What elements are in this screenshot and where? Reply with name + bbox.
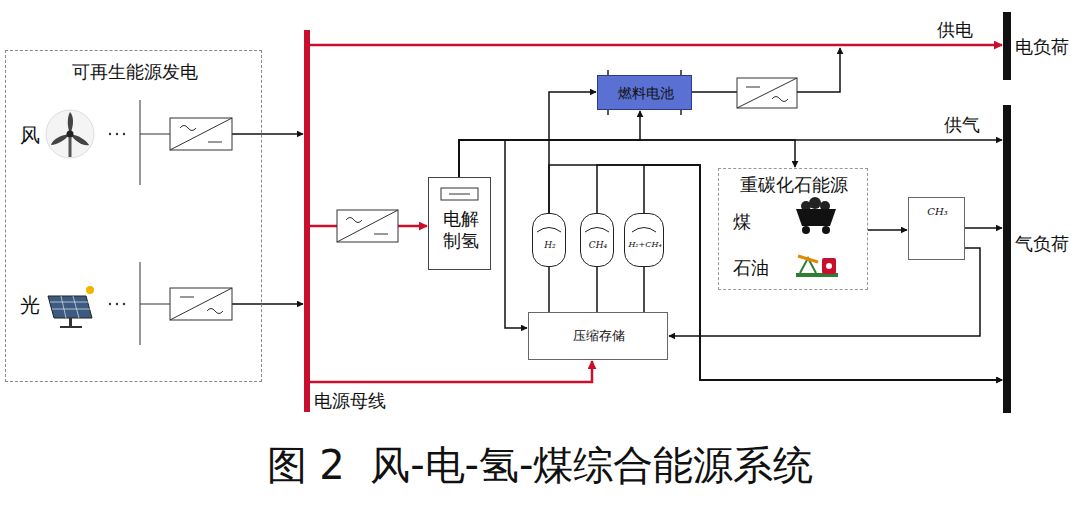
region-box: 可再生能源发电风光 xyxy=(5,50,262,382)
edge-label: 供气 xyxy=(942,113,982,137)
oil-pump-icon xyxy=(796,256,838,277)
process-box: 压缩存储 xyxy=(528,312,668,360)
connector xyxy=(310,361,592,382)
inverter-symbol xyxy=(337,210,398,242)
power-bus: 电源母线 xyxy=(304,30,310,412)
load-bar: 气负荷 xyxy=(1003,105,1011,413)
node-label: 可再生能源发电 xyxy=(6,61,263,83)
process-box: CH₃ xyxy=(908,197,965,260)
connector xyxy=(597,165,1002,380)
solar-panel-icon xyxy=(48,286,94,328)
storage-tank: H₂+CH₄ xyxy=(624,213,663,267)
edge-label: 供电 xyxy=(935,18,975,42)
collector-line xyxy=(140,134,170,135)
inverter-symbol xyxy=(170,288,232,320)
node-label: 电源母线 xyxy=(314,390,386,412)
node-label: 压缩存储 xyxy=(529,328,669,344)
coal-cart-icon xyxy=(796,197,836,234)
connector xyxy=(596,267,598,312)
node-label: H₂ xyxy=(533,240,567,251)
connector xyxy=(232,303,303,305)
connector xyxy=(548,267,550,312)
item-label: 风 xyxy=(20,123,40,147)
connector xyxy=(549,165,1002,380)
collector-line xyxy=(140,304,170,305)
node-label: 燃料电池 xyxy=(598,85,693,102)
process-box: 燃料电池 xyxy=(597,75,692,110)
connector xyxy=(232,133,303,135)
storage-tank: CH₄ xyxy=(580,213,614,267)
item-label: 煤 xyxy=(733,211,751,233)
node-label: 电解制氢 xyxy=(441,208,481,251)
process-box: 电解制氢 xyxy=(428,177,491,270)
electrode-symbol xyxy=(441,188,478,200)
wind-turbine-icon xyxy=(46,110,94,158)
connector xyxy=(549,92,596,213)
item-label: 石油 xyxy=(733,257,769,279)
storage-tank: H₂ xyxy=(532,213,566,267)
connector xyxy=(459,140,795,177)
ellipsis-dots xyxy=(109,133,125,305)
connector xyxy=(459,140,1002,177)
load-bar: 电负荷 xyxy=(1003,12,1011,80)
node-label: 电负荷 xyxy=(1015,36,1069,58)
node-label: CH₄ xyxy=(581,240,615,251)
inverter-symbol xyxy=(170,118,232,150)
collector-line xyxy=(140,100,141,185)
connector xyxy=(644,165,1002,380)
connector xyxy=(310,44,1002,47)
tank-cap xyxy=(537,228,656,233)
connector xyxy=(669,248,980,336)
figure-caption: 图 2 风-电-氢-煤综合能源系统 xyxy=(0,438,1080,493)
node-label: CH₃ xyxy=(909,206,966,218)
node-label: H₂+CH₄ xyxy=(628,240,662,250)
connector xyxy=(965,227,1002,229)
item-label: 光 xyxy=(20,293,40,317)
region-box: 重碳化石能源煤石油 xyxy=(718,168,868,290)
connector xyxy=(643,267,645,312)
node-label: 重碳化石能源 xyxy=(719,174,869,196)
inverter-symbol xyxy=(737,78,797,108)
connector xyxy=(868,229,907,231)
node-label: 气负荷 xyxy=(1015,233,1069,255)
